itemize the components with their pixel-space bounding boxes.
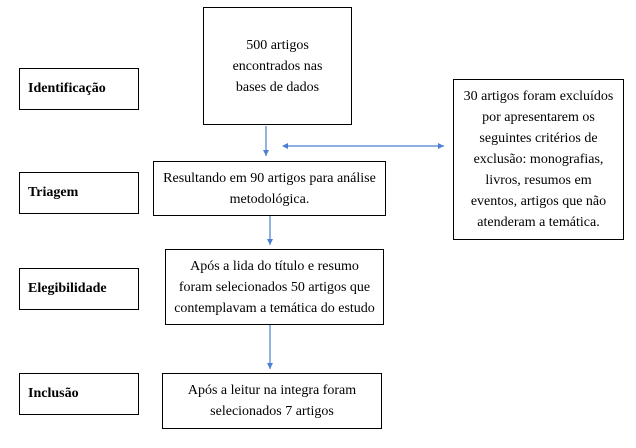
- stage-inclusao-label: Inclusão: [28, 386, 79, 401]
- box-articles-found-text: 500 artigos encontrados nas bases de dad…: [232, 37, 323, 95]
- stage-inclusao: Inclusão: [19, 373, 139, 415]
- box-eligibility: Após a lida do título e resumo foram sel…: [165, 249, 384, 325]
- box-excluded-text: 30 artigos foram excluídos por apresenta…: [463, 89, 614, 230]
- box-inclusion-text: Após a leitur na integra foram seleciona…: [187, 383, 357, 419]
- box-articles-found: 500 artigos encontrados nas bases de dad…: [203, 7, 352, 125]
- stage-elegibilidade: Elegibilidade: [19, 268, 139, 310]
- stage-elegibilidade-label: Elegibilidade: [28, 281, 107, 296]
- box-inclusion: Após a leitur na integra foram seleciona…: [162, 373, 382, 429]
- box-eligibility-text: Após a lida do título e resumo foram sel…: [174, 258, 375, 316]
- stage-identificacao-label: Identificação: [28, 81, 106, 96]
- box-screening: Resultando em 90 artigos para análise me…: [153, 161, 386, 216]
- box-excluded: 30 artigos foram excluídos por apresenta…: [453, 79, 624, 240]
- stage-triagem: Triagem: [19, 172, 139, 214]
- box-screening-text: Resultando em 90 artigos para análise me…: [163, 170, 376, 207]
- stage-triagem-label: Triagem: [28, 185, 79, 200]
- stage-identificacao: Identificação: [19, 68, 139, 110]
